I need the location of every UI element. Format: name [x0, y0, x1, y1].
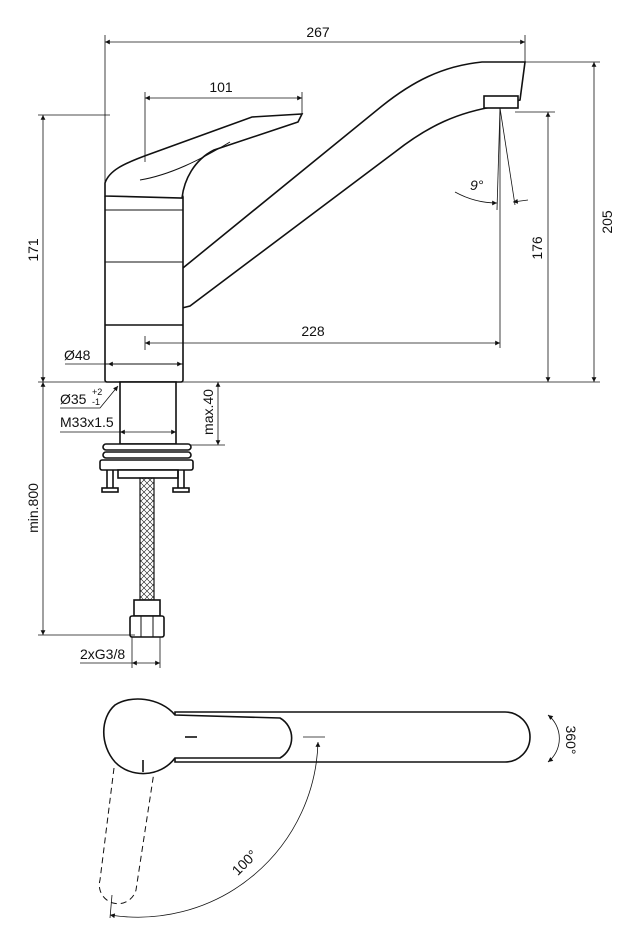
- dim-48: Ø48: [64, 347, 91, 363]
- lever-rotated-outline: [98, 767, 155, 905]
- spout: [173, 61, 526, 312]
- dimension-labels: 267 101 171 9° 205 176 228 Ø48 Ø35 +2 -1…: [25, 24, 615, 878]
- tol-minus: -1: [92, 397, 100, 407]
- braided-hose: [139, 477, 155, 601]
- lever: [104, 113, 304, 199]
- dim-101: 101: [209, 79, 233, 95]
- dim-35: Ø35: [60, 391, 87, 407]
- aerator: [483, 95, 519, 109]
- faucet-top-view: [98, 698, 560, 919]
- dim-171: 171: [25, 238, 41, 262]
- dim-228: 228: [301, 323, 325, 339]
- tol-plus: +2: [92, 387, 102, 397]
- dim-267: 267: [306, 24, 330, 40]
- body: [104, 194, 184, 383]
- dim-360deg: 360°: [563, 726, 579, 755]
- hex-nut: [129, 615, 165, 638]
- dim-thread: M33x1.5: [60, 414, 114, 430]
- dim-9deg: 9°: [470, 177, 484, 193]
- faucet-side-view: [99, 61, 526, 638]
- dim-max40: max.40: [200, 389, 216, 435]
- dim-min800: min.800: [25, 483, 41, 533]
- dimension-lines: [38, 35, 600, 668]
- hose-connector: [133, 599, 161, 617]
- dim-205: 205: [599, 210, 615, 234]
- dim-176: 176: [529, 236, 545, 260]
- dim-connections: 2xG3/8: [80, 646, 125, 662]
- shank: [119, 381, 177, 445]
